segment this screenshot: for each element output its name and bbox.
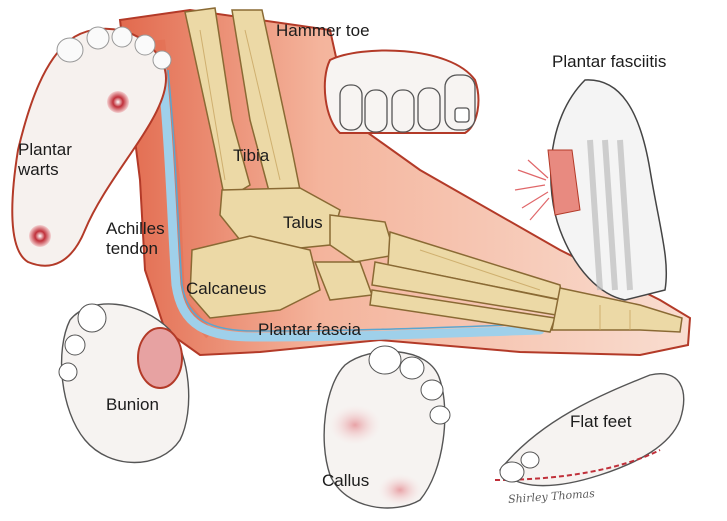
label-tibia: Tibia [233, 145, 269, 166]
wart-mark [29, 225, 51, 247]
label-plantar-warts-line2: warts [18, 160, 72, 180]
label-plantar-warts-line1: Plantar [18, 140, 72, 160]
label-calcaneus: Calcaneus [186, 278, 266, 299]
label-plantar-warts: Plantar warts [18, 140, 72, 180]
label-hammer-toe: Hammer toe [276, 20, 370, 41]
callus-mark [329, 405, 381, 445]
callus-mark [378, 474, 422, 506]
label-callus: Callus [322, 470, 369, 491]
inflammation-burst [515, 160, 549, 220]
hammer-toe-sketch [325, 50, 479, 133]
wart-mark [107, 91, 129, 113]
label-plantar-fasciitis: Plantar fasciitis [552, 51, 666, 72]
label-achilles-tendon: Achilles tendon [106, 219, 165, 259]
label-talus: Talus [283, 212, 323, 233]
label-achilles-line1: Achilles [106, 219, 165, 239]
label-achilles-line2: tendon [106, 239, 165, 259]
label-flat-feet: Flat feet [570, 411, 631, 432]
label-plantar-fascia: Plantar fascia [258, 319, 361, 340]
label-bunion: Bunion [106, 394, 159, 415]
